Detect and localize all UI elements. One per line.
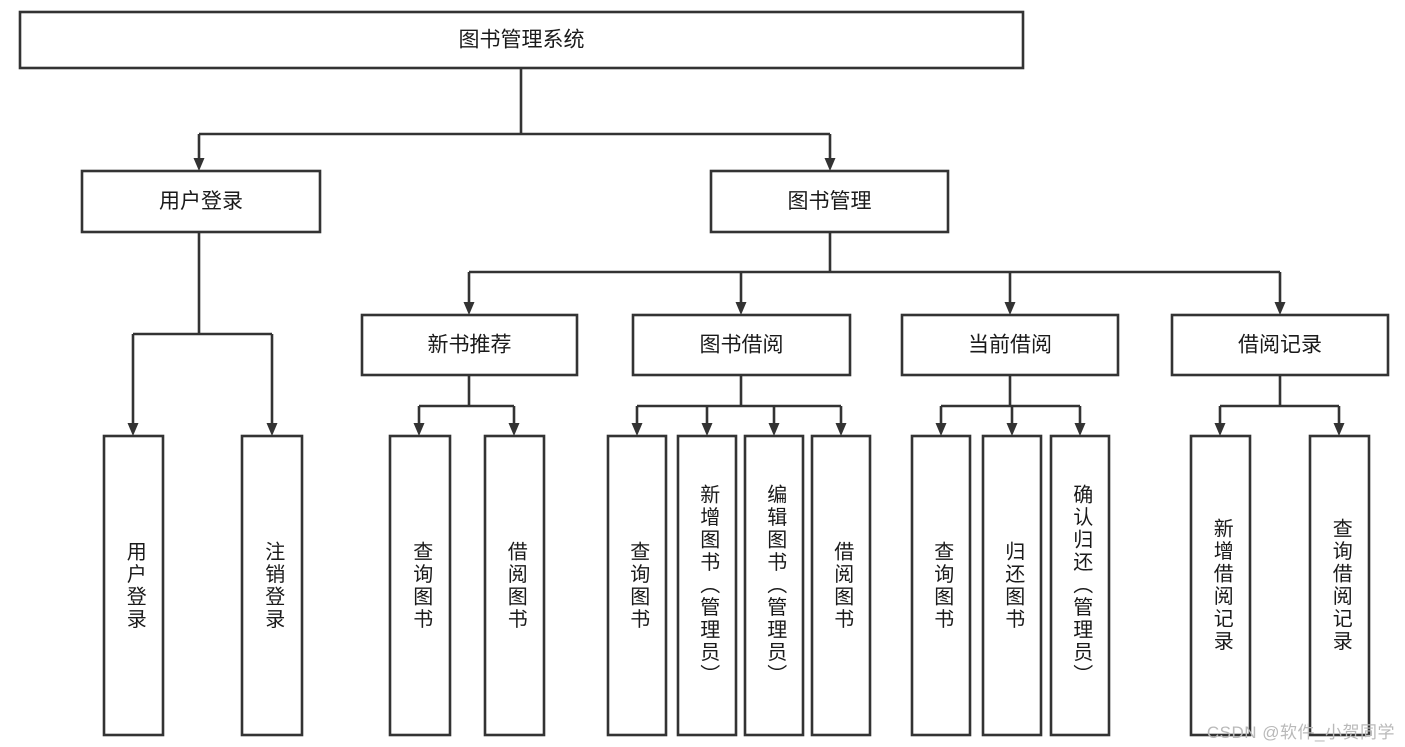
connector-c-record-a1	[1214, 406, 1226, 436]
connector-c-newbook-a2	[508, 406, 520, 436]
node-leaf-borrow-book-rec[interactable]	[483, 434, 546, 737]
arrow-head-icon	[1004, 302, 1016, 315]
connector-c-record-a2	[1333, 406, 1345, 436]
connector-c-newbook-a1	[413, 406, 425, 436]
node-box-leaf-query-book-current[interactable]	[910, 434, 972, 737]
node-label-borrow-record: 借阅记录	[1238, 334, 1322, 357]
connector-c-current-a1	[935, 406, 947, 436]
connector-c-current-a3	[1074, 406, 1086, 436]
arrow-head-icon	[935, 423, 947, 436]
node-box-current-borrow[interactable]	[900, 313, 1120, 377]
node-leaf-add-record[interactable]	[1189, 434, 1252, 737]
node-leaf-query-book-rec[interactable]	[388, 434, 452, 737]
arrow-head-icon	[127, 423, 139, 436]
node-box-user-login[interactable]	[80, 169, 322, 234]
node-current-borrow[interactable]: 当前借阅	[900, 313, 1120, 377]
connector-c-borrow-a1	[631, 406, 643, 436]
node-label-user-login: 用户登录	[159, 190, 243, 213]
arrow-head-icon	[413, 423, 425, 436]
node-book-manage[interactable]: 图书管理	[709, 169, 950, 234]
node-leaf-logout[interactable]	[240, 434, 304, 737]
arrow-head-icon	[735, 302, 747, 315]
arrow-head-icon	[266, 423, 278, 436]
node-box-leaf-query-record[interactable]	[1308, 434, 1371, 737]
arrow-head-icon	[701, 423, 713, 436]
arrow-head-icon	[463, 302, 475, 315]
connector-c-current-a2	[1006, 406, 1018, 436]
connector-c-borrow-a4	[835, 406, 847, 436]
node-box-leaf-add-book[interactable]	[676, 434, 738, 737]
node-leaf-query-book-borrow[interactable]	[606, 434, 668, 737]
node-user-login[interactable]: 用户登录	[80, 169, 322, 234]
arrow-head-icon	[631, 423, 643, 436]
node-leaf-add-book[interactable]	[676, 434, 738, 737]
node-box-leaf-confirm-return[interactable]	[1049, 434, 1111, 737]
node-box-leaf-add-record[interactable]	[1189, 434, 1252, 737]
node-leaf-query-book-current[interactable]	[910, 434, 972, 737]
node-label-new-book-rec: 新书推荐	[428, 334, 512, 357]
node-box-leaf-borrow-book[interactable]	[810, 434, 872, 737]
node-box-leaf-borrow-book-rec[interactable]	[483, 434, 546, 737]
node-box-leaf-return-book[interactable]	[981, 434, 1043, 737]
connector-c-root-to-bookmanage	[824, 134, 836, 171]
arrow-head-icon	[824, 158, 836, 171]
node-label-root: 图书管理系统	[459, 29, 585, 52]
node-new-book-rec[interactable]: 新书推荐	[360, 313, 579, 377]
node-label-book-borrow: 图书借阅	[700, 334, 784, 357]
arrow-head-icon	[508, 423, 520, 436]
node-leaf-query-record[interactable]	[1308, 434, 1371, 737]
node-box-leaf-query-book-rec[interactable]	[388, 434, 452, 737]
node-label-current-borrow: 当前借阅	[968, 334, 1052, 357]
arrow-head-icon	[1006, 423, 1018, 436]
node-leaf-borrow-book[interactable]	[810, 434, 872, 737]
node-borrow-record[interactable]: 借阅记录	[1170, 313, 1390, 377]
connector-c-borrow-a2	[701, 406, 713, 436]
connector-c-userlogin-a2	[266, 334, 278, 436]
node-leaf-edit-book[interactable]	[743, 434, 805, 737]
node-box-leaf-logout[interactable]	[240, 434, 304, 737]
arrow-head-icon	[193, 158, 205, 171]
arrow-head-icon	[1214, 423, 1226, 436]
connector-c-bm-a4	[1274, 272, 1286, 315]
node-box-leaf-user-login[interactable]	[102, 434, 165, 737]
connector-c-bm-a2	[735, 272, 747, 315]
connector-c-borrow-a3	[768, 406, 780, 436]
arrow-head-icon	[1274, 302, 1286, 315]
arrow-head-icon	[768, 423, 780, 436]
connectors-layer	[127, 68, 1345, 436]
arrow-head-icon	[1333, 423, 1345, 436]
node-leaf-confirm-return[interactable]	[1049, 434, 1111, 737]
node-box-root[interactable]	[18, 10, 1025, 70]
node-leaf-user-login[interactable]	[102, 434, 165, 737]
connector-c-bm-a1	[463, 272, 475, 315]
node-box-borrow-record[interactable]	[1170, 313, 1390, 377]
connector-c-userlogin-a1	[127, 334, 139, 436]
arrow-head-icon	[835, 423, 847, 436]
node-box-book-borrow[interactable]	[631, 313, 852, 377]
node-book-borrow[interactable]: 图书借阅	[631, 313, 852, 377]
node-root[interactable]: 图书管理系统	[18, 10, 1025, 70]
connector-c-root-to-userlogin	[193, 134, 205, 171]
watermark-text: CSDN @软件_小贺同学	[1206, 723, 1395, 742]
node-leaf-return-book[interactable]	[981, 434, 1043, 737]
node-box-leaf-edit-book[interactable]	[743, 434, 805, 737]
connector-c-bm-a3	[1004, 272, 1016, 315]
node-box-book-manage[interactable]	[709, 169, 950, 234]
arrow-head-icon	[1074, 423, 1086, 436]
node-box-new-book-rec[interactable]	[360, 313, 579, 377]
node-label-book-manage: 图书管理	[788, 190, 872, 213]
node-box-leaf-query-book-borrow[interactable]	[606, 434, 668, 737]
